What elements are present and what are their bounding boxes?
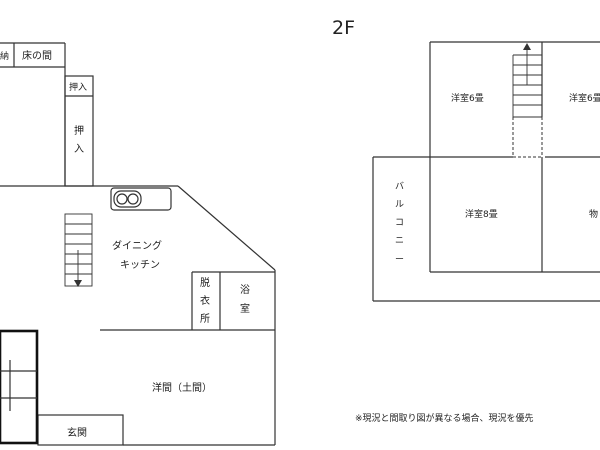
room-label-oshiire-1: 押	[74, 124, 84, 137]
room-label-storage2: 物	[589, 208, 598, 220]
room-label-oshiire-2: 入	[74, 144, 84, 155]
room-label-storage: 納	[0, 50, 9, 62]
balcony-label-4: ニ	[395, 236, 404, 246]
balcony-label-5: ー	[395, 255, 404, 265]
room-label-dressing-1: 脱	[200, 276, 210, 289]
floor2-staircase-icon	[512, 43, 543, 158]
room-label-bath-2: 室	[240, 302, 250, 315]
room-label-entrance: 玄関	[67, 426, 87, 439]
floor2-title: 2F	[332, 17, 355, 39]
floor1-staircase-icon	[64, 213, 93, 287]
room-label-oshiire-small: 押入	[69, 81, 87, 93]
room-label-western-doma: 洋間（土間）	[152, 381, 212, 394]
balcony-label-1: バ	[395, 181, 404, 192]
floor1-plan: 納 床の間 押入 押 入 ダイニング キッチン 脱 衣 所 浴 室 洋間（土間）…	[0, 42, 276, 446]
room-label-western6-right: 洋室6畳	[569, 92, 600, 104]
room-label-western6-left: 洋室6畳	[451, 92, 484, 104]
room-label-tokonoma: 床の間	[22, 49, 52, 62]
kitchen-sink-icon	[110, 187, 172, 211]
room-label-dressing-3: 所	[200, 313, 210, 325]
disclaimer-note: ※現況と間取り図が異なる場合、現況を優先	[355, 412, 534, 424]
balcony-label-3: コ	[395, 218, 404, 228]
room-label-dressing-2: 衣	[200, 294, 210, 307]
room-label-kitchen: キッチン	[120, 259, 160, 271]
room-label-bath-1: 浴	[240, 284, 250, 296]
room-label-dining: ダイニング	[112, 239, 162, 252]
room-label-western8: 洋室8畳	[465, 208, 498, 220]
balcony-label-2: ル	[395, 200, 404, 210]
floor2-plan: 2F 洋室6畳 洋室6畳	[332, 17, 600, 424]
